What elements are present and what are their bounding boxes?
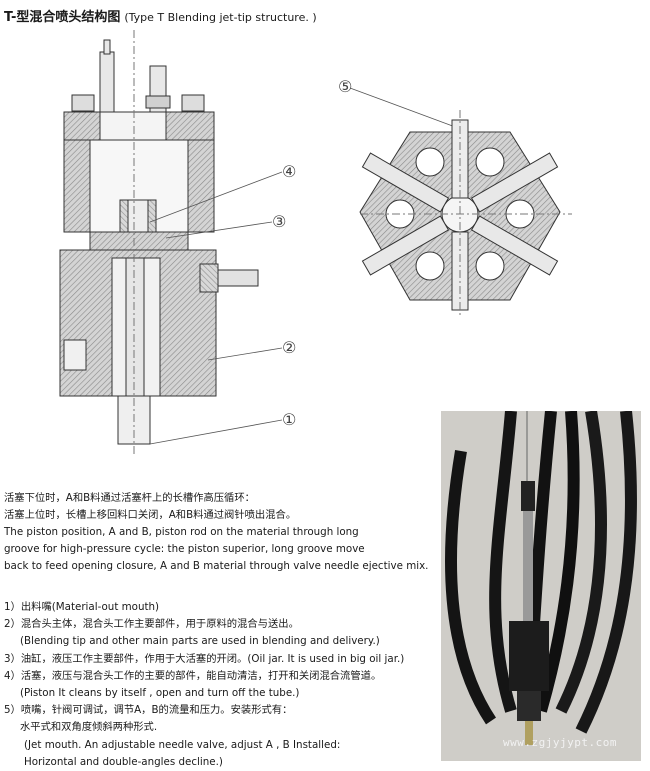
list-item: 4）活塞，液压与混合头工作的主要的部件，能自动清洁，打开和关闭混合流管道。	[4, 669, 382, 682]
list-item-en: (Jet mouth. An adjustable needle valve, …	[24, 738, 341, 751]
description: 活塞下位时，A和B料通过活塞杆上的长槽作高压循环： 活塞上位时，长槽上移回料口关…	[4, 490, 444, 575]
list-item-en: (Blending tip and other main parts are u…	[20, 635, 380, 648]
list-item-en: Horizontal and double-angles decline.)	[24, 755, 223, 768]
list-item-en: 水平式和双角度倾斜两种形式.	[20, 721, 158, 734]
list-item: 2）混合头主体，混合头工作主要部件，用于原料的混合与送出。	[4, 618, 299, 631]
watermark: www.zgjyjypt.com	[503, 736, 617, 749]
list-item-en: (Piston It cleans by itself , open and t…	[20, 687, 300, 700]
page-title: T-型混合喷头结构图(Type T Blending jet-tip struc…	[4, 6, 317, 25]
mixing-head-photo	[441, 411, 641, 761]
structure-drawings	[59, 30, 572, 456]
list-item: 3）油缸，液压工作主要部件，作用于大活塞的开闭。(Oil jar. It is …	[4, 652, 405, 665]
desc-line: back to feed opening closure, A and B ma…	[4, 560, 429, 572]
callout-1: ①	[282, 410, 297, 429]
callout-4: ④	[282, 162, 297, 181]
leader-lines	[149, 87, 459, 445]
desc-line: The piston position, A and B, piston rod…	[4, 526, 359, 538]
title-en: (Type T Blending jet-tip structure. )	[124, 11, 317, 24]
product-photo: www.zgjyjypt.com	[441, 411, 641, 761]
section-view	[59, 30, 259, 456]
parts-list: 1）出料嘴(Material-out mouth) 2）混合头主体，混合头工作主…	[4, 599, 434, 771]
title-cn: T-型混合喷头结构图	[4, 10, 121, 25]
desc-line: 活塞下位时，A和B料通过活塞杆上的长槽作高压循环：	[4, 492, 255, 504]
list-item: 1）出料嘴(Material-out mouth)	[4, 601, 160, 613]
callout-3: ③	[272, 212, 287, 231]
callout-5: ⑤	[338, 77, 353, 96]
desc-line: 活塞上位时，长槽上移回料口关闭，A和B料通过阀针喷出混合。	[4, 509, 297, 521]
top-view	[359, 110, 572, 318]
callout-2: ②	[282, 338, 297, 357]
list-item: 5）喷嘴，针阀可调试，调节A，B的流量和压力。安装形式有：	[4, 704, 293, 717]
desc-line: groove for high-pressure cycle: the pist…	[4, 543, 365, 555]
